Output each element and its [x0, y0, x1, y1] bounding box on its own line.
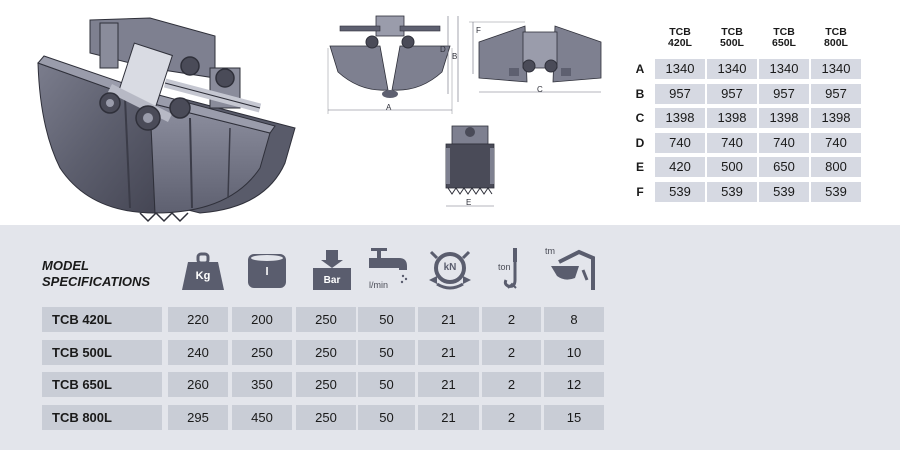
spec-cell: 2 [482, 340, 541, 365]
dim-row-label-a: A [635, 62, 645, 76]
dim-header-650l: TCB 650L [759, 27, 809, 49]
spec-cell: 260 [168, 372, 228, 397]
dim-cell: 800 [811, 157, 861, 177]
torque-icon-label: tm [545, 246, 555, 256]
dim-row-label-c: C [635, 111, 645, 125]
dim-label-a: A [386, 103, 392, 112]
pressure-icon: Bar [305, 246, 359, 294]
pressure-icon-label: Bar [323, 275, 341, 286]
flow-icon-label: l/min [369, 280, 389, 290]
spec-model-name: TCB 500L [42, 340, 162, 365]
dim-header-500l: TCB 500L [707, 27, 757, 49]
spec-cell: 220 [168, 307, 228, 332]
product-drawing-panel: A D B C F E TCB 420L TCB 500L TCB 6 [37, 15, 861, 223]
dim-cell: 539 [655, 182, 705, 202]
dim-cell: 539 [707, 182, 757, 202]
dim-cell: 957 [655, 84, 705, 104]
force-icon: kN [423, 246, 477, 294]
spec-cell: 350 [232, 372, 292, 397]
dim-header-label: TCB 650L [772, 26, 796, 49]
dim-cell: 740 [655, 133, 705, 153]
spec-cell: 10 [544, 340, 604, 365]
spec-cell: 2 [482, 307, 541, 332]
dim-row-label-d: D [635, 136, 645, 150]
spec-cell: 450 [232, 405, 292, 430]
load-icon: ton [488, 246, 542, 294]
dim-cell: 1340 [759, 59, 809, 79]
spec-cell: 250 [296, 340, 356, 365]
spec-cell: 8 [544, 307, 604, 332]
spec-model-name: TCB 800L [42, 405, 162, 430]
specs-title-line2: SPECIFICATIONS [42, 274, 151, 289]
spec-model-name: TCB 420L [42, 307, 162, 332]
dim-cell: 1398 [655, 108, 705, 128]
dim-row-label-f: F [636, 185, 644, 199]
flow-icon: l/min [365, 246, 419, 294]
force-icon-label: kN [443, 262, 457, 273]
spec-cell: 50 [358, 372, 415, 397]
dim-label-e: E [466, 198, 472, 207]
dim-label-b: B [452, 52, 458, 61]
dim-row-label-b: B [635, 87, 645, 101]
dim-header-label: TCB 420L [668, 26, 692, 49]
weight-icon-label: Kg [195, 270, 211, 282]
dim-cell: 1340 [707, 59, 757, 79]
spec-cell: 15 [544, 405, 604, 430]
spec-cell: 21 [418, 340, 479, 365]
dim-cell: 1398 [707, 108, 757, 128]
spec-cell: 2 [482, 372, 541, 397]
dim-header-420l: TCB 420L [655, 27, 705, 49]
dim-cell: 740 [759, 133, 809, 153]
dim-header-label: TCB 800L [824, 26, 848, 49]
dim-cell: 539 [811, 182, 861, 202]
dim-cell: 1398 [759, 108, 809, 128]
torque-icon: tm [545, 246, 599, 294]
spec-cell: 21 [418, 307, 479, 332]
dim-label-d: D [440, 45, 446, 54]
spec-cell: 2 [482, 405, 541, 430]
dim-cell: 650 [759, 157, 809, 177]
spec-cell: 50 [358, 340, 415, 365]
closed-view-drawing [445, 125, 495, 207]
dim-cell: 957 [759, 84, 809, 104]
dim-cell: 957 [811, 84, 861, 104]
spec-cell: 21 [418, 372, 479, 397]
front-view-drawing [327, 15, 459, 114]
dim-header-label: TCB 500L [720, 26, 744, 49]
dim-cell: 500 [707, 157, 757, 177]
dim-cell: 957 [707, 84, 757, 104]
spec-cell: 250 [296, 307, 356, 332]
weight-icon: Kg [176, 246, 230, 294]
spec-cell: 250 [296, 405, 356, 430]
dim-label-f: F [476, 26, 481, 35]
dim-cell: 740 [707, 133, 757, 153]
spec-cell: 240 [168, 340, 228, 365]
dim-cell: 420 [655, 157, 705, 177]
dim-cell: 539 [759, 182, 809, 202]
dim-row-label-e: E [635, 160, 644, 174]
capacity-icon-label: l [265, 266, 269, 278]
bucket-rendering [37, 17, 296, 223]
load-icon-label: ton [498, 262, 511, 272]
dim-header-800l: TCB 800L [811, 27, 861, 49]
spec-cell: 50 [358, 307, 415, 332]
dim-cell: 1340 [655, 59, 705, 79]
spec-cell: 50 [358, 405, 415, 430]
specs-title-line1: MODEL [42, 258, 89, 273]
capacity-icon: l [240, 246, 294, 294]
spec-cell: 250 [296, 372, 356, 397]
side-view-drawing [469, 21, 602, 93]
spec-cell: 12 [544, 372, 604, 397]
spec-cell: 295 [168, 405, 228, 430]
spec-cell: 250 [232, 340, 292, 365]
dim-label-c: C [537, 85, 543, 94]
spec-cell: 200 [232, 307, 292, 332]
dim-cell: 1398 [811, 108, 861, 128]
dim-cell: 740 [811, 133, 861, 153]
dim-cell: 1340 [811, 59, 861, 79]
spec-model-name: TCB 650L [42, 372, 162, 397]
specs-title: MODEL SPECIFICATIONS [42, 258, 150, 290]
spec-cell: 21 [418, 405, 479, 430]
